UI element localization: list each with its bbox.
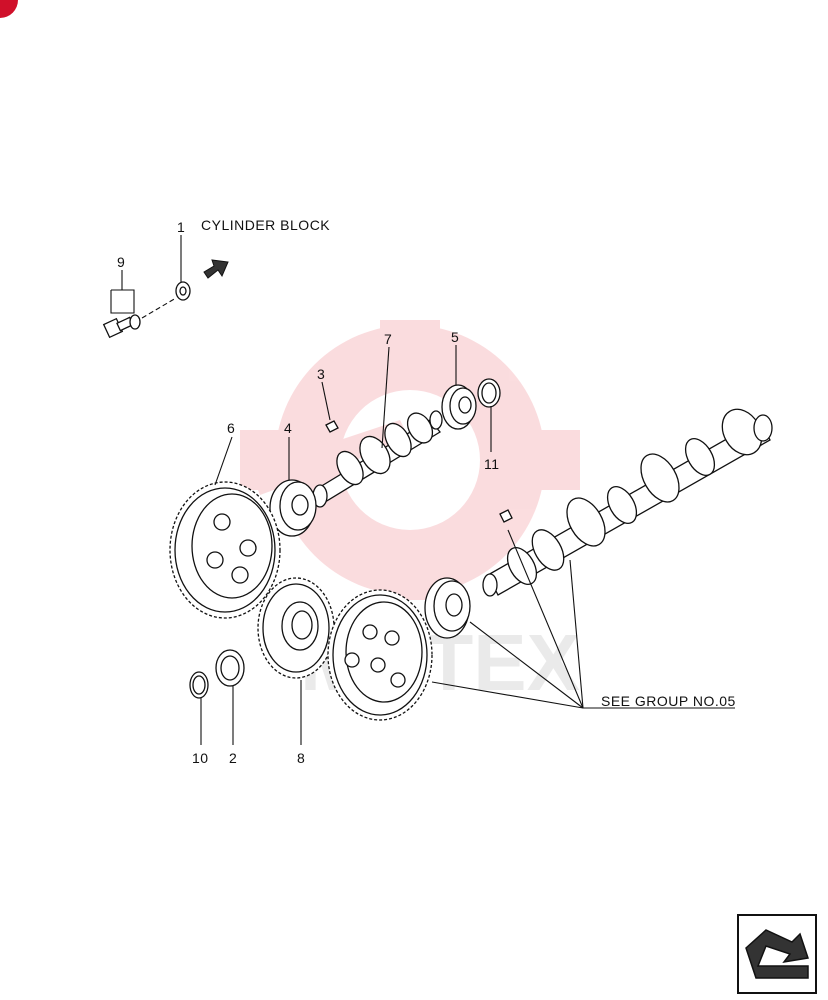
woodruff-key xyxy=(321,381,339,433)
callout-8: 8 xyxy=(297,750,305,766)
curved-arrow-icon xyxy=(745,929,809,979)
gear-8 xyxy=(257,577,335,745)
callout-7: 7 xyxy=(384,331,392,347)
next-page-button[interactable] xyxy=(737,914,817,994)
corner-marker xyxy=(0,0,18,18)
bearing-5 xyxy=(441,345,477,430)
callout-9: 9 xyxy=(117,254,125,270)
camshaft-small xyxy=(312,346,443,508)
gear-6 xyxy=(169,436,281,619)
callout-2: 2 xyxy=(229,750,237,766)
callout-10: 10 xyxy=(192,750,209,766)
callout-6: 6 xyxy=(227,420,235,436)
direction-arrow-icon xyxy=(203,259,229,279)
callout-3: 3 xyxy=(317,366,325,382)
snap-ring-11 xyxy=(477,378,501,452)
label-cylinder-block: CYLINDER BLOCK xyxy=(201,217,330,233)
bearing-4 xyxy=(269,437,317,537)
callout-11: 11 xyxy=(484,456,500,472)
bolt-assembly xyxy=(102,235,229,339)
label-see-group: SEE GROUP NO.05 xyxy=(601,693,736,709)
camshaft-large xyxy=(482,408,773,597)
snap-ring-10 xyxy=(189,671,209,745)
callout-5: 5 xyxy=(451,329,459,345)
callout-4: 4 xyxy=(284,420,292,436)
thrust-washer-2 xyxy=(215,649,245,745)
see-group-leaders xyxy=(431,529,735,709)
gear-large xyxy=(327,589,433,721)
bearing-large xyxy=(424,577,471,639)
callout-1: 1 xyxy=(177,219,185,235)
